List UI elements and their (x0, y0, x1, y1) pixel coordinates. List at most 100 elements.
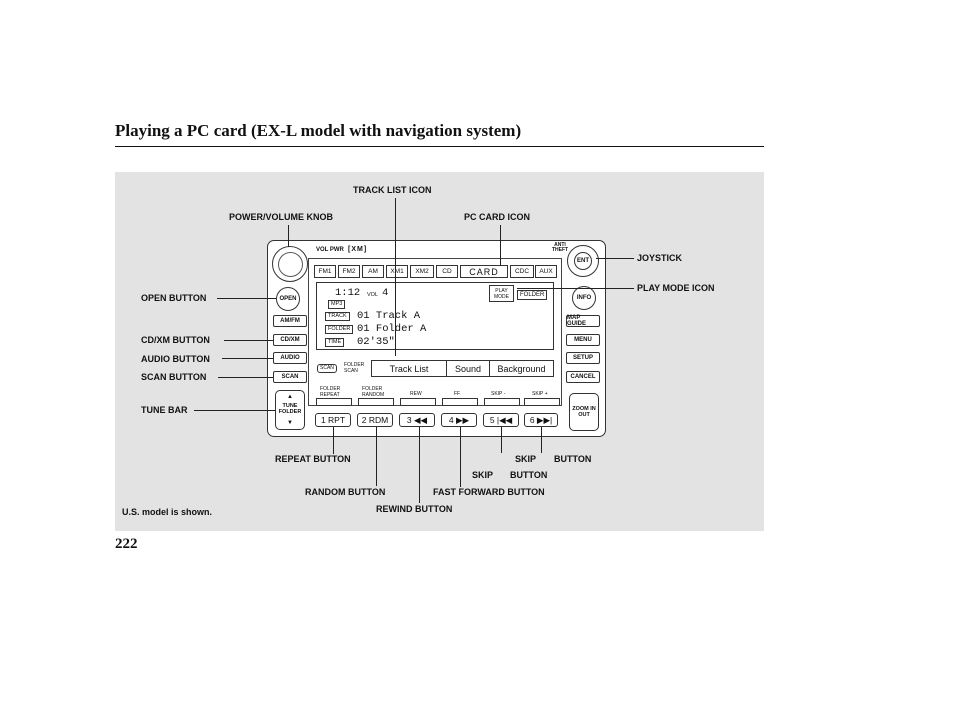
pc-card-icon[interactable]: CARD (460, 265, 508, 278)
title-rule (115, 146, 764, 147)
source-cdc-button[interactable]: CDC (510, 265, 534, 278)
source-xm1-button[interactable]: XM1 (386, 265, 408, 278)
callout-repeat-button: REPEAT BUTTON (275, 454, 351, 464)
zoom-label: ZOOM IN OUT (572, 406, 596, 418)
joystick[interactable]: ENT (567, 245, 599, 277)
am-fm-button[interactable]: AM/FM (273, 315, 307, 327)
tune-bar[interactable]: ▲ TUNE FOLDER ▼ (275, 390, 305, 430)
background-menu-item[interactable]: Background (497, 363, 546, 374)
callout-button-left: BUTTON (510, 470, 548, 480)
callout-skip-left: SKIP (472, 470, 494, 480)
rew-label: REW (410, 391, 422, 397)
track-tag: TRACK (325, 312, 350, 321)
skip-forward-button[interactable]: 6 ▶▶| (524, 413, 558, 427)
callout-pc-card-icon: PC CARD ICON (464, 212, 531, 222)
callout-play-mode-icon: PLAY MODE ICON (637, 283, 715, 293)
folder-mode-box: FOLDER (517, 290, 548, 300)
track-list-leader (395, 198, 396, 356)
callout-rewind-button: REWIND BUTTON (376, 504, 453, 514)
skip-back-leader (501, 427, 502, 453)
menu-button[interactable]: MENU (566, 334, 600, 346)
repeat-leader (333, 427, 334, 454)
mp3-badge: MP3 (328, 300, 346, 309)
skip-back-button[interactable]: 5 |◀◀ (483, 413, 519, 427)
callout-tune-bar: TUNE BAR (141, 405, 188, 415)
callout-skip-right: SKIP (515, 454, 537, 464)
callout-button-right: BUTTON (554, 454, 592, 464)
ff-leader (460, 427, 461, 487)
folder-repeat-indicator (316, 398, 352, 406)
folder-scan-label: FOLDER SCAN (344, 362, 365, 374)
rewind-button[interactable]: 3 ◀◀ (399, 413, 435, 427)
zoom-bar[interactable]: ZOOM IN OUT (569, 393, 599, 431)
scan-leader (218, 377, 273, 378)
ent-button[interactable]: ENT (574, 252, 592, 270)
callout-scan-button: SCAN BUTTON (141, 372, 207, 382)
cd-xm-leader (224, 340, 273, 341)
tune-down-icon: ▼ (287, 420, 293, 426)
rew-indicator (400, 398, 436, 406)
scan-button[interactable]: SCAN (273, 371, 307, 383)
open-button[interactable]: OPEN (276, 287, 300, 311)
folder-random-indicator (358, 398, 394, 406)
scan-indicator: SCAN (317, 364, 337, 373)
skip-minus-indicator (484, 398, 520, 406)
play-mode-icon: PLAY MODE (489, 285, 514, 302)
time-value: 02'35" (357, 336, 395, 348)
vol-pwr-label: VOL PWR (316, 247, 344, 253)
display-menu-bar: Track List Sound Background (371, 360, 554, 377)
anti-theft-label: ANTI THEFT (552, 242, 569, 253)
vol-word: VOL (367, 292, 379, 298)
audio-button[interactable]: AUDIO (273, 352, 307, 364)
clock-readout: 1:12 (335, 287, 361, 299)
source-cd-button[interactable]: CD (436, 265, 458, 278)
skip-forward-leader (541, 427, 542, 453)
page-title: Playing a PC card (EX-L model with navig… (115, 121, 522, 140)
skip-plus-indicator (524, 398, 560, 406)
fast-forward-button[interactable]: 4 ▶▶ (441, 413, 477, 427)
ff-label: FF (454, 391, 461, 397)
callout-audio-button: AUDIO BUTTON (141, 354, 210, 364)
xm-logo: [XM] (348, 246, 368, 253)
track-value: 01 Track A (357, 310, 421, 322)
play-mode-leader (517, 288, 634, 289)
source-am-button[interactable]: AM (362, 265, 384, 278)
source-fm1-button[interactable]: FM1 (314, 265, 336, 278)
ff-indicator (442, 398, 478, 406)
cd-xm-button[interactable]: CD/XM (273, 334, 307, 346)
page-number: 222 (115, 536, 138, 552)
joystick-leader (596, 258, 634, 259)
figure-caption: U.S. model is shown. (122, 507, 213, 517)
random-button[interactable]: 2 RDM (357, 413, 393, 427)
track-list-icon[interactable]: Track List (372, 361, 447, 376)
tune-bar-leader (194, 410, 275, 411)
callout-track-list-icon: TRACK LIST ICON (353, 185, 432, 195)
skip-plus-label: SKIP + (532, 391, 548, 397)
audio-leader (222, 358, 273, 359)
skip-minus-label: SKIP - (491, 391, 506, 397)
source-xm2-button[interactable]: XM2 (410, 265, 434, 278)
source-fm2-button[interactable]: FM2 (338, 265, 360, 278)
folder-repeat-label: FOLDER REPEAT (320, 386, 341, 398)
time-tag: TIME (325, 338, 345, 347)
folder-tag: FOLDER (325, 325, 354, 334)
power-volume-knob[interactable] (272, 246, 308, 282)
tune-folder-label: TUNE FOLDER (278, 403, 302, 415)
tune-up-icon: ▲ (287, 394, 293, 400)
source-aux-button[interactable]: AUX (535, 265, 557, 278)
folder-value: 01 Folder A (357, 323, 427, 335)
pc-card-leader (500, 225, 501, 265)
map-guide-button[interactable]: MAP GUIDE (566, 315, 600, 327)
info-button[interactable]: INFO (572, 286, 596, 310)
cancel-button[interactable]: CANCEL (566, 371, 600, 383)
callout-cd-xm-button: CD/XM BUTTON (141, 335, 210, 345)
callout-joystick: JOYSTICK (637, 253, 683, 263)
rewind-leader (419, 427, 420, 503)
repeat-button[interactable]: 1 RPT (315, 413, 351, 427)
lcd-display (316, 282, 554, 350)
setup-button[interactable]: SETUP (566, 352, 600, 364)
callout-random-button: RANDOM BUTTON (305, 487, 386, 497)
sound-menu-item[interactable]: Sound (447, 361, 490, 376)
folder-random-label: FOLDER RANDOM (362, 386, 385, 398)
vol-value: 4 (382, 287, 389, 299)
